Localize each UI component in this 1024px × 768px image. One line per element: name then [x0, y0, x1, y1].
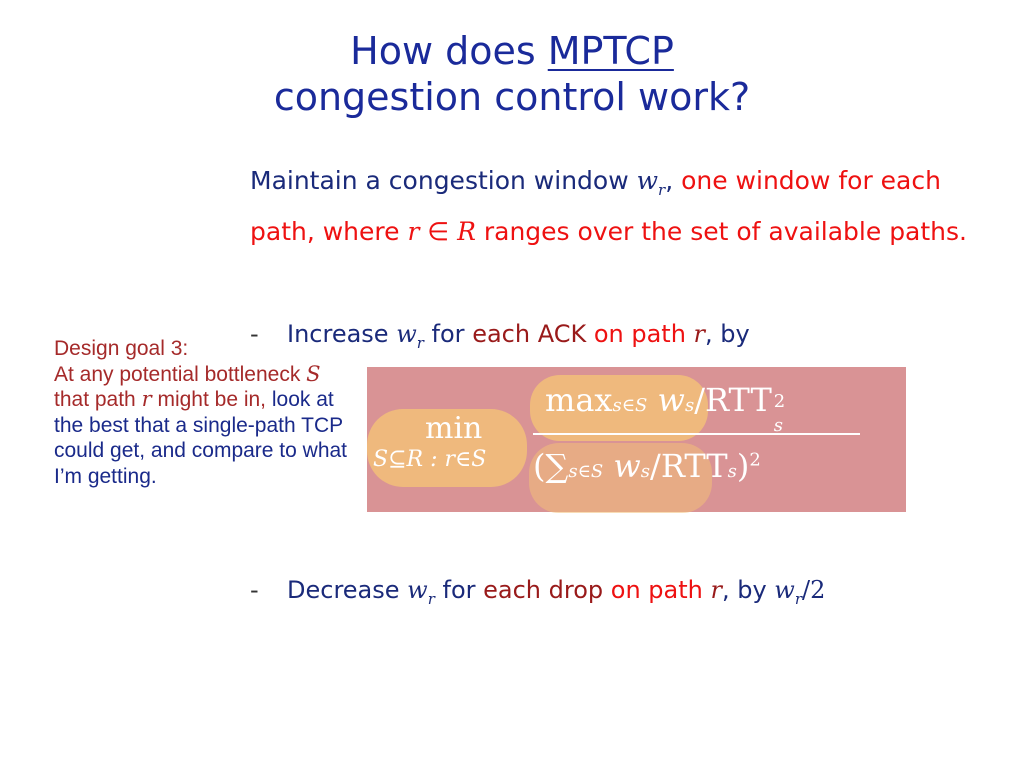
var-w-r: wr	[396, 320, 424, 352]
title-prefix: How does	[350, 29, 548, 73]
intro-comma: ,	[665, 166, 674, 195]
each-ack: each ACK	[472, 320, 587, 348]
increase-bullet: -Increase wr for each ACK on path r, by	[250, 320, 750, 352]
design-goal-note: Design goal 3: At any potential bottlene…	[54, 337, 348, 488]
formula-min: min	[425, 411, 483, 446]
decrease-word: Decrease	[287, 576, 408, 604]
slide-title: How does MPTCP congestion control work?	[0, 28, 1024, 120]
var-w-r: wr	[636, 166, 666, 199]
formula-denominator: (∑s∈S ws/RTTs)2	[533, 447, 761, 485]
highlight-min	[367, 409, 527, 487]
mptcp-link[interactable]: MPTCP	[547, 29, 674, 73]
on-path: on path	[586, 320, 694, 348]
var-w-r-half: wr/2	[774, 576, 826, 608]
title-line-2: congestion control work?	[273, 75, 751, 119]
intro-text-2: one window for each path, where r ∈ R ra…	[250, 166, 967, 246]
intro-paragraph: Maintain a congestion window wr, one win…	[250, 160, 1000, 252]
design-goal-heading: Design goal 3:	[54, 337, 189, 360]
increase-word: Increase	[287, 320, 397, 348]
formula-min-subscript: S⊆R : r∈S	[373, 447, 487, 472]
bullet-dash: -	[250, 576, 259, 604]
intro-text-1: Maintain a congestion window	[250, 166, 637, 195]
design-goal-explanation: look at the best that a single-path TCP …	[54, 388, 348, 488]
var-w-r: wr	[407, 576, 435, 608]
decrease-bullet: -Decrease wr for each drop on path r, by…	[250, 576, 826, 608]
bullet-dash: -	[250, 320, 259, 348]
highlight-denominator	[529, 443, 712, 513]
fraction-bar	[533, 433, 860, 435]
each-drop: each drop	[483, 576, 604, 604]
title-line-1: How does MPTCP	[0, 28, 1024, 74]
highlight-numerator	[530, 375, 708, 441]
on-path: on path	[603, 576, 711, 604]
